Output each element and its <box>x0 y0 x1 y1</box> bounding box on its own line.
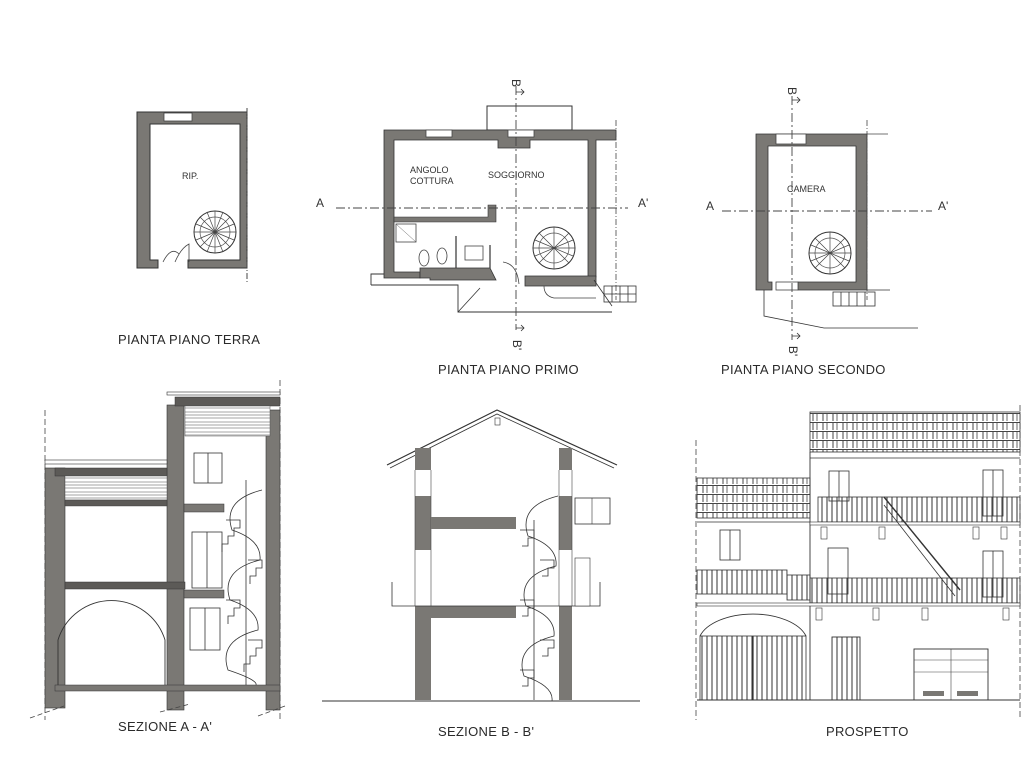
ground-floor-plan <box>136 108 248 283</box>
spiral-staircase-icon <box>520 495 559 702</box>
room-label-camera: CAMERA <box>787 184 826 194</box>
caption-first-floor-plan: PIANTA PIANO PRIMO <box>438 362 579 377</box>
section-b-b-drawing <box>322 409 640 702</box>
section-mark-a: A <box>706 199 715 213</box>
elevation-drawing <box>695 405 1021 720</box>
section-mark-b-prime: B' <box>510 339 525 351</box>
room-label-rip: RIP. <box>182 171 199 181</box>
roof-tiles <box>809 411 1021 453</box>
section-mark-a-prime: A' <box>638 196 649 210</box>
balcony-railing <box>817 496 1021 523</box>
room-label-soggiorno: SOGGIORNO <box>488 170 545 180</box>
gable-roof-icon <box>386 409 618 466</box>
section-a-a-drawing <box>29 380 286 720</box>
room-label-angolo: ANGOLO <box>410 165 449 175</box>
caption-elevation: PROSPETTO <box>826 724 909 739</box>
balcony-railing <box>696 569 788 595</box>
door-swing-icon <box>502 261 520 285</box>
exterior-stairs-icon <box>593 279 637 307</box>
entrance-door <box>831 636 861 701</box>
section-mark-b: B <box>509 78 524 88</box>
balcony-railing <box>809 577 1021 604</box>
door-swing-icon <box>162 250 180 263</box>
exterior-stairs-icon <box>832 289 890 307</box>
section-mark-a: A <box>316 196 325 210</box>
section-mark-b: B <box>785 86 800 96</box>
caption-section-a-a: SEZIONE A - A' <box>118 719 213 734</box>
spiral-staircase-icon <box>532 226 576 270</box>
spiral-staircase-icon <box>808 231 852 275</box>
section-mark-b-prime: B' <box>786 345 801 357</box>
exterior-staircase <box>883 496 961 591</box>
second-floor-plan <box>722 96 932 340</box>
roof-tiles <box>696 477 811 519</box>
spiral-staircase-icon <box>221 480 263 686</box>
caption-ground-floor-plan: PIANTA PIANO TERRA <box>118 332 261 347</box>
section-mark-a-prime: A' <box>938 199 949 213</box>
window-icon <box>189 452 223 651</box>
room-label-cottura: COTTURA <box>410 176 454 186</box>
caption-second-floor-plan: PIANTA PIANO SECONDO <box>721 362 886 377</box>
first-floor-plan <box>336 86 637 332</box>
spiral-staircase-icon <box>193 210 237 254</box>
arch-icon <box>57 600 166 686</box>
arch-icon <box>699 613 807 637</box>
caption-section-b-b: SEZIONE B - B' <box>438 724 535 739</box>
bidet-icon <box>418 249 430 267</box>
toilet-icon <box>436 247 448 265</box>
sink-icon <box>464 245 484 261</box>
